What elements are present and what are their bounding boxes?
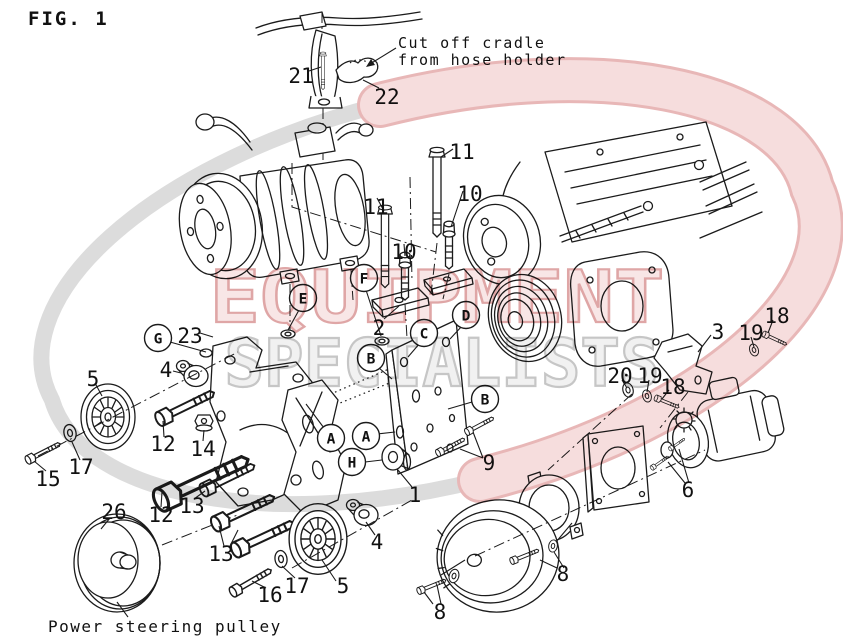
callout-23: 23	[177, 324, 202, 348]
washer-17-lower	[273, 549, 289, 569]
callout-5a: 5	[87, 367, 100, 391]
cutoff-note-line1: Cut off cradle	[398, 34, 545, 52]
callout-21: 21	[288, 64, 313, 88]
bolt-8a	[415, 576, 448, 596]
ref-B1: B	[367, 352, 376, 368]
bolt-9b	[463, 414, 496, 437]
bolt-13c	[227, 514, 299, 561]
idler-pulley-5-lower	[288, 502, 348, 576]
ref-C: C	[420, 327, 429, 343]
ref-G: G	[154, 332, 163, 348]
callout-17b: 17	[284, 574, 309, 598]
callout-6: 6	[682, 478, 695, 502]
callout-13b: 13	[208, 542, 233, 566]
cutoff-arrow	[366, 47, 397, 67]
callout-11b: 11	[363, 195, 388, 219]
ref-E: E	[299, 292, 308, 308]
watermark-word-top: EQUIPMENT	[210, 255, 665, 339]
watermark: EQUIPMENT SPECIALISTS	[33, 57, 843, 513]
spacer-4-upper	[175, 359, 209, 388]
ref-A2: A	[362, 430, 371, 446]
letter-callouts: A A B B C D E F G H	[143, 263, 500, 477]
idler-pulley-5-upper	[80, 383, 136, 451]
ref-F: F	[360, 272, 369, 288]
bushing-1	[381, 443, 412, 471]
callout-26: 26	[101, 500, 126, 524]
callout-5b: 5	[337, 574, 350, 598]
callout-12b: 12	[148, 503, 173, 527]
compressor-bracket-23	[199, 329, 397, 507]
callout-11a: 11	[449, 140, 474, 164]
figure-title: FIG. 1	[28, 8, 109, 30]
watermark-swoosh	[33, 57, 843, 513]
callout-3: 3	[712, 320, 725, 344]
callout-12a: 12	[150, 432, 175, 456]
nut-14	[194, 414, 214, 432]
watermark-word-bottom: SPECIALISTS	[225, 325, 660, 402]
callout-20: 20	[607, 364, 632, 388]
ref-B2: B	[481, 393, 490, 409]
power-steering-note: Power steering pulley	[48, 617, 282, 636]
callout-2: 2	[373, 316, 386, 340]
callout-16: 16	[257, 583, 282, 607]
ref-D: D	[462, 309, 471, 325]
ref-A1: A	[327, 432, 336, 448]
engine-assembly	[462, 121, 763, 367]
callout-4a: 4	[160, 358, 173, 382]
main-mounting-plate	[385, 319, 469, 475]
callout-15: 15	[35, 467, 60, 491]
callout-8a: 8	[434, 600, 447, 624]
callout-10b: 10	[391, 240, 416, 264]
power-steering-pulley-26	[73, 513, 241, 618]
callout-14: 14	[190, 437, 215, 461]
callout-8b: 8	[557, 562, 570, 586]
clutch-pulley	[435, 499, 560, 613]
watermark-text: EQUIPMENT SPECIALISTS	[208, 254, 665, 403]
bolt-11-right	[428, 146, 446, 238]
callout-4b: 4	[371, 530, 384, 554]
ref-H: H	[348, 456, 357, 472]
bolt-15	[23, 439, 63, 466]
callout-10a: 10	[457, 182, 482, 206]
callout-19b: 19	[637, 364, 662, 388]
hose-cradle-assembly	[255, 11, 423, 160]
